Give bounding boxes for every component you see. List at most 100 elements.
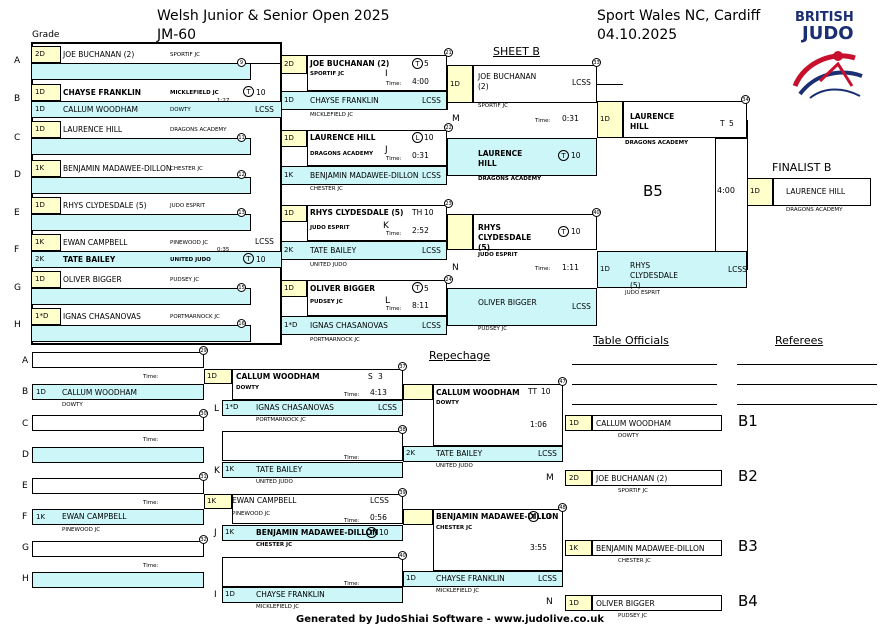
label: 40 [592,208,601,217]
label: 3:55 [530,543,547,552]
label: 1D [284,96,294,104]
label: Time: [344,392,360,398]
bracket-cell [565,595,592,611]
category-label: JM-60 [157,27,197,43]
label: 15 [237,283,246,292]
label: PINEWOOD JC [62,527,101,533]
bracket-line [572,404,717,405]
bracket-cell [403,446,563,462]
b5-label: B5 [643,182,663,200]
competitor-name: IGNAS CHASANOVAS [63,312,141,321]
label: M [452,114,460,124]
label: E [22,481,28,491]
label: 1*D [284,321,298,329]
competitor-name: CHAYSE FRANKLIN [63,88,142,97]
bracket-cell [222,462,403,478]
score-prefix: TT [528,387,538,396]
label: UNITED JUDO [436,463,473,469]
label: CALLUM WOODHAM [62,388,137,397]
bracket-cell [222,525,403,541]
label: DRAGONS ACADEMY [478,176,542,182]
label: PUDSEY JC [478,326,508,332]
label: BENJAMIN MADAWEE-DILLON [436,512,559,521]
label: LCSS [255,105,274,114]
label: 2D [284,60,294,68]
label: 1*D [225,403,239,411]
label: DRAGONS ACADEMY [786,207,843,213]
label: 1D [35,201,45,209]
label: 2D [569,474,579,482]
label: Time: [344,518,360,524]
bracket-line [737,364,877,365]
label: LCSS [728,265,747,274]
label: 0:56 [370,513,387,522]
label: CHAYSE FRANKLIN [256,590,325,599]
label: DOWTY [170,107,191,113]
match-number: 48 [558,503,567,512]
bracket-cell [31,63,251,80]
label: J [385,145,388,155]
label: CALLUM WOODHAM [436,388,520,397]
label: BENJAMIN MADAWEE-DILLON [256,528,379,537]
ippon-icon: T [243,86,254,97]
bracket-cell [222,557,403,587]
table-officials-label: Table Officials [593,334,669,347]
label: 2K [35,255,45,263]
label: TATE BAILEY [436,449,483,458]
match-number: 22 [444,123,453,132]
competitor-name: TATE BAILEY [63,255,116,264]
ippon-icon: T [528,511,539,522]
bracket-cell [403,509,433,525]
label: L [214,404,220,414]
bracket-cell [204,369,232,384]
label: 1K [569,544,579,552]
competitor-name: JOE BUCHANAN (2) [478,72,537,91]
event-title: Welsh Junior & Senior Open 2025 [157,8,390,24]
label: MICKLEFIELD JC [310,112,354,118]
label: Time: [386,306,402,312]
bracket-cell [31,84,61,101]
bracket-cell [447,138,597,176]
label: Time: [535,266,551,272]
competitor-name: CALLUM WOODHAM [63,105,138,114]
label: 5 [729,119,734,128]
competitor-name: OLIVER BIGGER [63,275,122,284]
bracket-line [737,384,877,385]
label: 1D [207,372,217,380]
label: F [22,512,28,522]
label: K [383,221,389,231]
label: 1K [207,497,217,505]
bracket-cell [473,65,597,103]
bracket-line [251,63,281,64]
bracket-cell [565,540,592,556]
competitor-name: JOE BUCHANAN (2) [310,59,390,68]
label: UNITED JUDO [256,479,293,485]
bracket-cell [307,280,447,316]
label: 1:11 [562,263,579,272]
label: SPORTIF JC [478,103,508,109]
competitor-name: LAURENCE HILL [310,133,376,142]
match-number: 31 [199,472,208,481]
repechage-label: Repechage [429,349,491,362]
label: 33 [592,58,601,67]
bracket-cell [473,214,597,250]
footer: Generated by JudoShiai Software - www.ju… [296,614,604,625]
bracket-cell [32,478,204,494]
label: 1D [750,187,760,195]
row-c: C [14,133,21,143]
competitor-name: IGNAS CHASANOVAS [310,321,388,330]
bracket-cell [623,101,747,138]
competitor-name: EWAN CAMPBELL [63,238,128,247]
label: Time: [386,231,402,237]
label: 1*D [35,312,49,320]
label: 4:00 [717,186,735,195]
competitor-name: RHYS CLYDESDALE (5) [63,201,147,210]
bracket-cell [32,415,204,431]
label: 34 [741,95,750,104]
label: 3 [378,372,383,381]
competitor-name: RHYS CLYDESDALE (5) [310,208,404,217]
label: PINEWOOD JC [232,511,271,517]
row-d: D [14,170,21,180]
competitor-name: LAURENCE HILL [630,112,675,131]
label: LCSS [538,574,557,583]
